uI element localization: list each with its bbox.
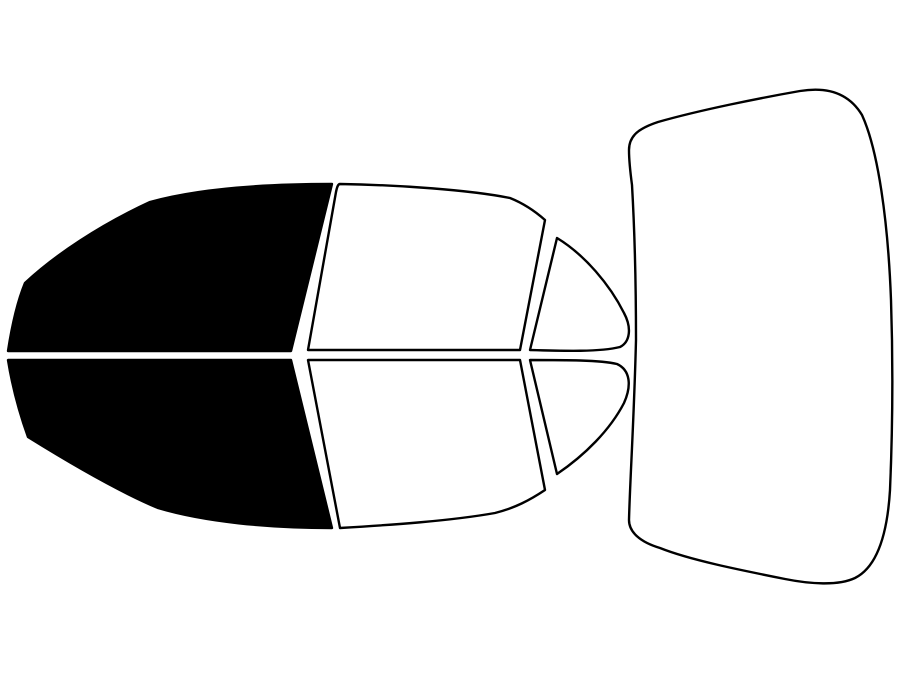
front-door-window-lower[interactable] <box>6 358 334 530</box>
front-door-window-upper[interactable] <box>6 182 334 353</box>
quarter-window-lower[interactable] <box>528 358 630 476</box>
quarter-window-upper[interactable] <box>528 236 631 353</box>
rear-door-window-lower[interactable] <box>306 358 547 530</box>
rear-windshield[interactable] <box>627 88 894 585</box>
rear-door-window-upper[interactable] <box>306 182 547 352</box>
